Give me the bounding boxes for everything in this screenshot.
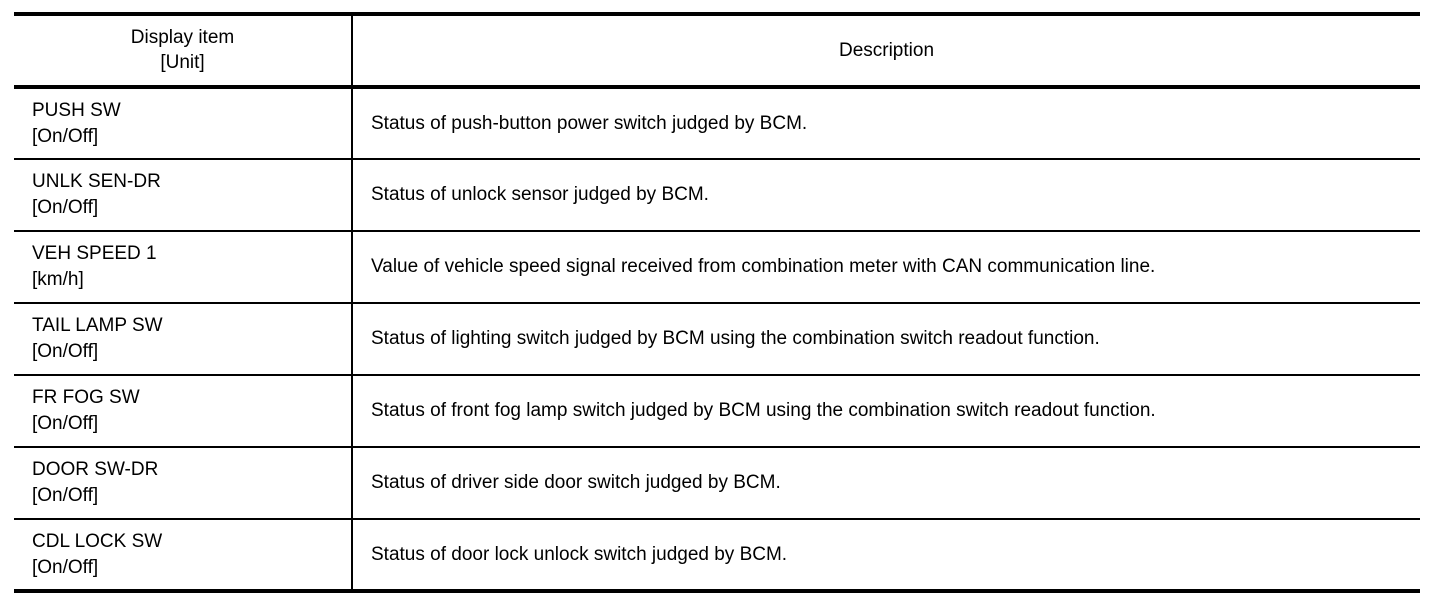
column-header-description: Description <box>352 14 1420 89</box>
description-text: Status of unlock sensor judged by BCM. <box>371 184 709 205</box>
item-name: DOOR SW-DR <box>32 459 159 480</box>
description-text: Status of lighting switch judged by BCM … <box>371 328 1100 349</box>
table-row: VEH SPEED 1 [km/h] Value of vehicle spee… <box>14 231 1420 304</box>
cell-display-item: VEH SPEED 1 [km/h] <box>14 231 353 304</box>
cell-display-item: TAIL LAMP SW [On/Off] <box>14 303 353 376</box>
description-text: Status of front fog lamp switch judged b… <box>371 400 1156 421</box>
item-name: UNLK SEN-DR <box>32 171 161 192</box>
item-unit: [km/h] <box>32 269 84 290</box>
table-row: PUSH SW [On/Off] Status of push-button p… <box>14 87 1420 160</box>
cell-display-item: UNLK SEN-DR [On/Off] <box>14 159 353 232</box>
cell-description: Status of push-button power switch judge… <box>352 87 1420 160</box>
item-unit: [On/Off] <box>32 341 99 362</box>
cell-description: Status of driver side door switch judged… <box>352 447 1420 520</box>
table-header: Display item [Unit] Description <box>14 14 1420 89</box>
display-item-description-table: Display item [Unit] Description PUSH SW … <box>14 12 1420 593</box>
table-row: DOOR SW-DR [On/Off] Status of driver sid… <box>14 447 1420 520</box>
table-row: TAIL LAMP SW [On/Off] Status of lighting… <box>14 303 1420 376</box>
cell-display-item: DOOR SW-DR [On/Off] <box>14 447 353 520</box>
cell-display-item: PUSH SW [On/Off] <box>14 87 353 160</box>
cell-description: Status of front fog lamp switch judged b… <box>352 375 1420 448</box>
spec-table-container: Display item [Unit] Description PUSH SW … <box>14 0 1420 593</box>
cell-display-item: CDL LOCK SW [On/Off] <box>14 519 353 591</box>
cell-description: Status of unlock sensor judged by BCM. <box>352 159 1420 232</box>
item-unit: [On/Off] <box>32 125 99 147</box>
cell-description: Status of lighting switch judged by BCM … <box>352 303 1420 376</box>
item-unit: [On/Off] <box>32 556 99 578</box>
item-name: PUSH SW <box>32 99 121 121</box>
description-text: Status of driver side door switch judged… <box>371 472 781 493</box>
item-name: FR FOG SW <box>32 387 140 408</box>
cell-description: Value of vehicle speed signal received f… <box>352 231 1420 304</box>
item-unit: [On/Off] <box>32 197 99 218</box>
description-text: Value of vehicle speed signal received f… <box>371 256 1156 277</box>
table-row: CDL LOCK SW [On/Off] Status of door lock… <box>14 519 1420 591</box>
column-header-display-item: Display item [Unit] <box>14 14 353 89</box>
description-text: Status of push-button power switch judge… <box>371 112 808 134</box>
table-body: PUSH SW [On/Off] Status of push-button p… <box>14 87 1420 591</box>
table-row: UNLK SEN-DR [On/Off] Status of unlock se… <box>14 159 1420 232</box>
cell-display-item: FR FOG SW [On/Off] <box>14 375 353 448</box>
item-name: TAIL LAMP SW <box>32 315 163 336</box>
column-header-display-item-line1: Display item <box>130 26 235 48</box>
item-unit: [On/Off] <box>32 413 99 434</box>
description-text: Status of door lock unlock switch judged… <box>371 543 788 565</box>
cell-description: Status of door lock unlock switch judged… <box>352 519 1420 591</box>
item-name: VEH SPEED 1 <box>32 243 157 264</box>
item-unit: [On/Off] <box>32 485 99 506</box>
table-row: FR FOG SW [On/Off] Status of front fog l… <box>14 375 1420 448</box>
header-row: Display item [Unit] Description <box>14 14 1420 89</box>
item-name: CDL LOCK SW <box>32 530 163 552</box>
column-header-display-item-unit: [Unit] <box>160 51 205 73</box>
